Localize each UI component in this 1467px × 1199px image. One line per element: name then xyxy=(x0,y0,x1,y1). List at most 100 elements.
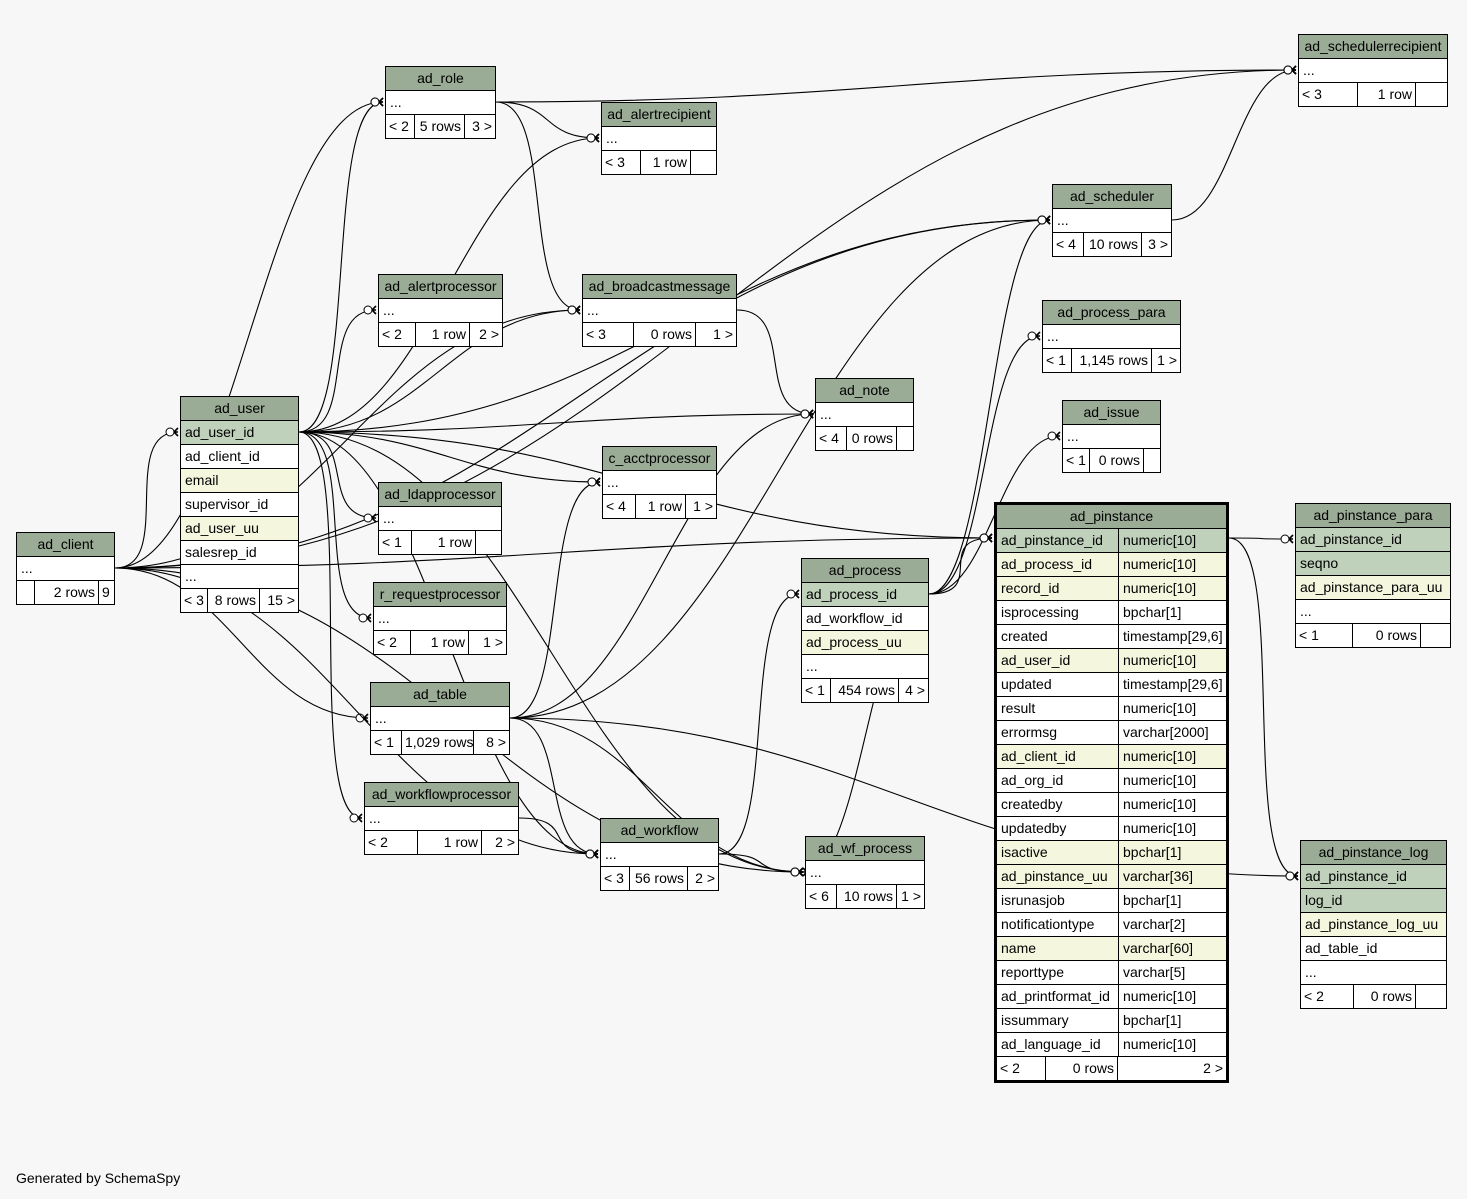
column-row[interactable]: ad_pinstance_log_uu xyxy=(1301,913,1446,937)
column-row[interactable]: ... xyxy=(1296,600,1450,624)
column-row[interactable]: ad_process_uu xyxy=(802,631,928,655)
table-title[interactable]: ad_pinstance_log xyxy=(1301,841,1446,865)
column-row[interactable]: ... xyxy=(1063,425,1160,449)
column-row[interactable]: ... xyxy=(1299,59,1447,83)
column-row[interactable]: ... xyxy=(374,607,506,631)
table-title[interactable]: ad_process_para xyxy=(1043,301,1180,325)
column-row[interactable]: ad_pinstance_para_uu xyxy=(1296,576,1450,600)
column-row[interactable]: ad_user_id xyxy=(181,421,298,445)
table-title[interactable]: ad_process xyxy=(802,559,928,583)
column-row[interactable]: ... xyxy=(365,807,518,831)
table-title[interactable]: ad_schedulerrecipient xyxy=(1299,35,1447,59)
column-row[interactable]: ... xyxy=(1053,209,1171,233)
column-row[interactable]: seqno xyxy=(1296,552,1450,576)
table-title[interactable]: ad_client xyxy=(17,533,114,557)
table-title[interactable]: ad_pinstance xyxy=(997,505,1226,529)
table-title[interactable]: ad_note xyxy=(816,379,913,403)
column-row[interactable]: ... xyxy=(17,557,114,581)
column-row[interactable]: ad_pinstance_id xyxy=(1301,865,1446,889)
table-title[interactable]: ad_table xyxy=(371,683,509,707)
column-row[interactable]: ... xyxy=(603,471,716,495)
column-row[interactable]: log_id xyxy=(1301,889,1446,913)
table-title[interactable]: ad_wf_process xyxy=(806,837,924,861)
column-row[interactable]: ad_workflow_id xyxy=(802,607,928,631)
column-row[interactable]: ... xyxy=(602,127,716,151)
table-title[interactable]: ad_pinstance_para xyxy=(1296,504,1450,528)
column-row[interactable]: ... xyxy=(806,861,924,885)
column-row[interactable]: ... xyxy=(181,565,298,589)
table-title[interactable]: ad_user xyxy=(181,397,298,421)
column-row[interactable]: ad_table_id xyxy=(1301,937,1446,961)
column-row[interactable]: ad_user_uu xyxy=(181,517,298,541)
column-row[interactable]: ... xyxy=(601,843,718,867)
column-row[interactable]: ... xyxy=(371,707,509,731)
column-row[interactable]: ... xyxy=(816,403,913,427)
table-title[interactable]: ad_broadcastmessage xyxy=(583,275,736,299)
column-row[interactable]: ad_process_id xyxy=(802,583,928,607)
column-row[interactable]: email xyxy=(181,469,298,493)
column-row[interactable]: ... xyxy=(583,299,736,323)
table-title[interactable]: ad_workflowprocessor xyxy=(365,783,518,807)
table-title[interactable]: ad_role xyxy=(386,67,495,91)
column-row[interactable]: salesrep_id xyxy=(181,541,298,565)
column-row[interactable]: ... xyxy=(1301,961,1446,985)
column-row[interactable]: supervisor_id xyxy=(181,493,298,517)
table-title[interactable]: ad_ldapprocessor xyxy=(379,483,501,507)
table-title[interactable]: ad_alertprocessor xyxy=(379,275,502,299)
table-title[interactable]: ad_alertrecipient xyxy=(602,103,716,127)
table-title[interactable]: ad_workflow xyxy=(601,819,718,843)
column-row[interactable]: ... xyxy=(379,507,501,531)
column-row[interactable]: ... xyxy=(386,91,495,115)
table-title[interactable]: ad_scheduler xyxy=(1053,185,1171,209)
table-title[interactable]: r_requestprocessor xyxy=(374,583,506,607)
column-row[interactable]: ad_pinstance_id xyxy=(1296,528,1450,552)
column-row[interactable]: ... xyxy=(802,655,928,679)
table-title[interactable]: c_acctprocessor xyxy=(603,447,716,471)
column-row[interactable]: ad_client_id xyxy=(181,445,298,469)
table-title[interactable]: ad_issue xyxy=(1063,401,1160,425)
